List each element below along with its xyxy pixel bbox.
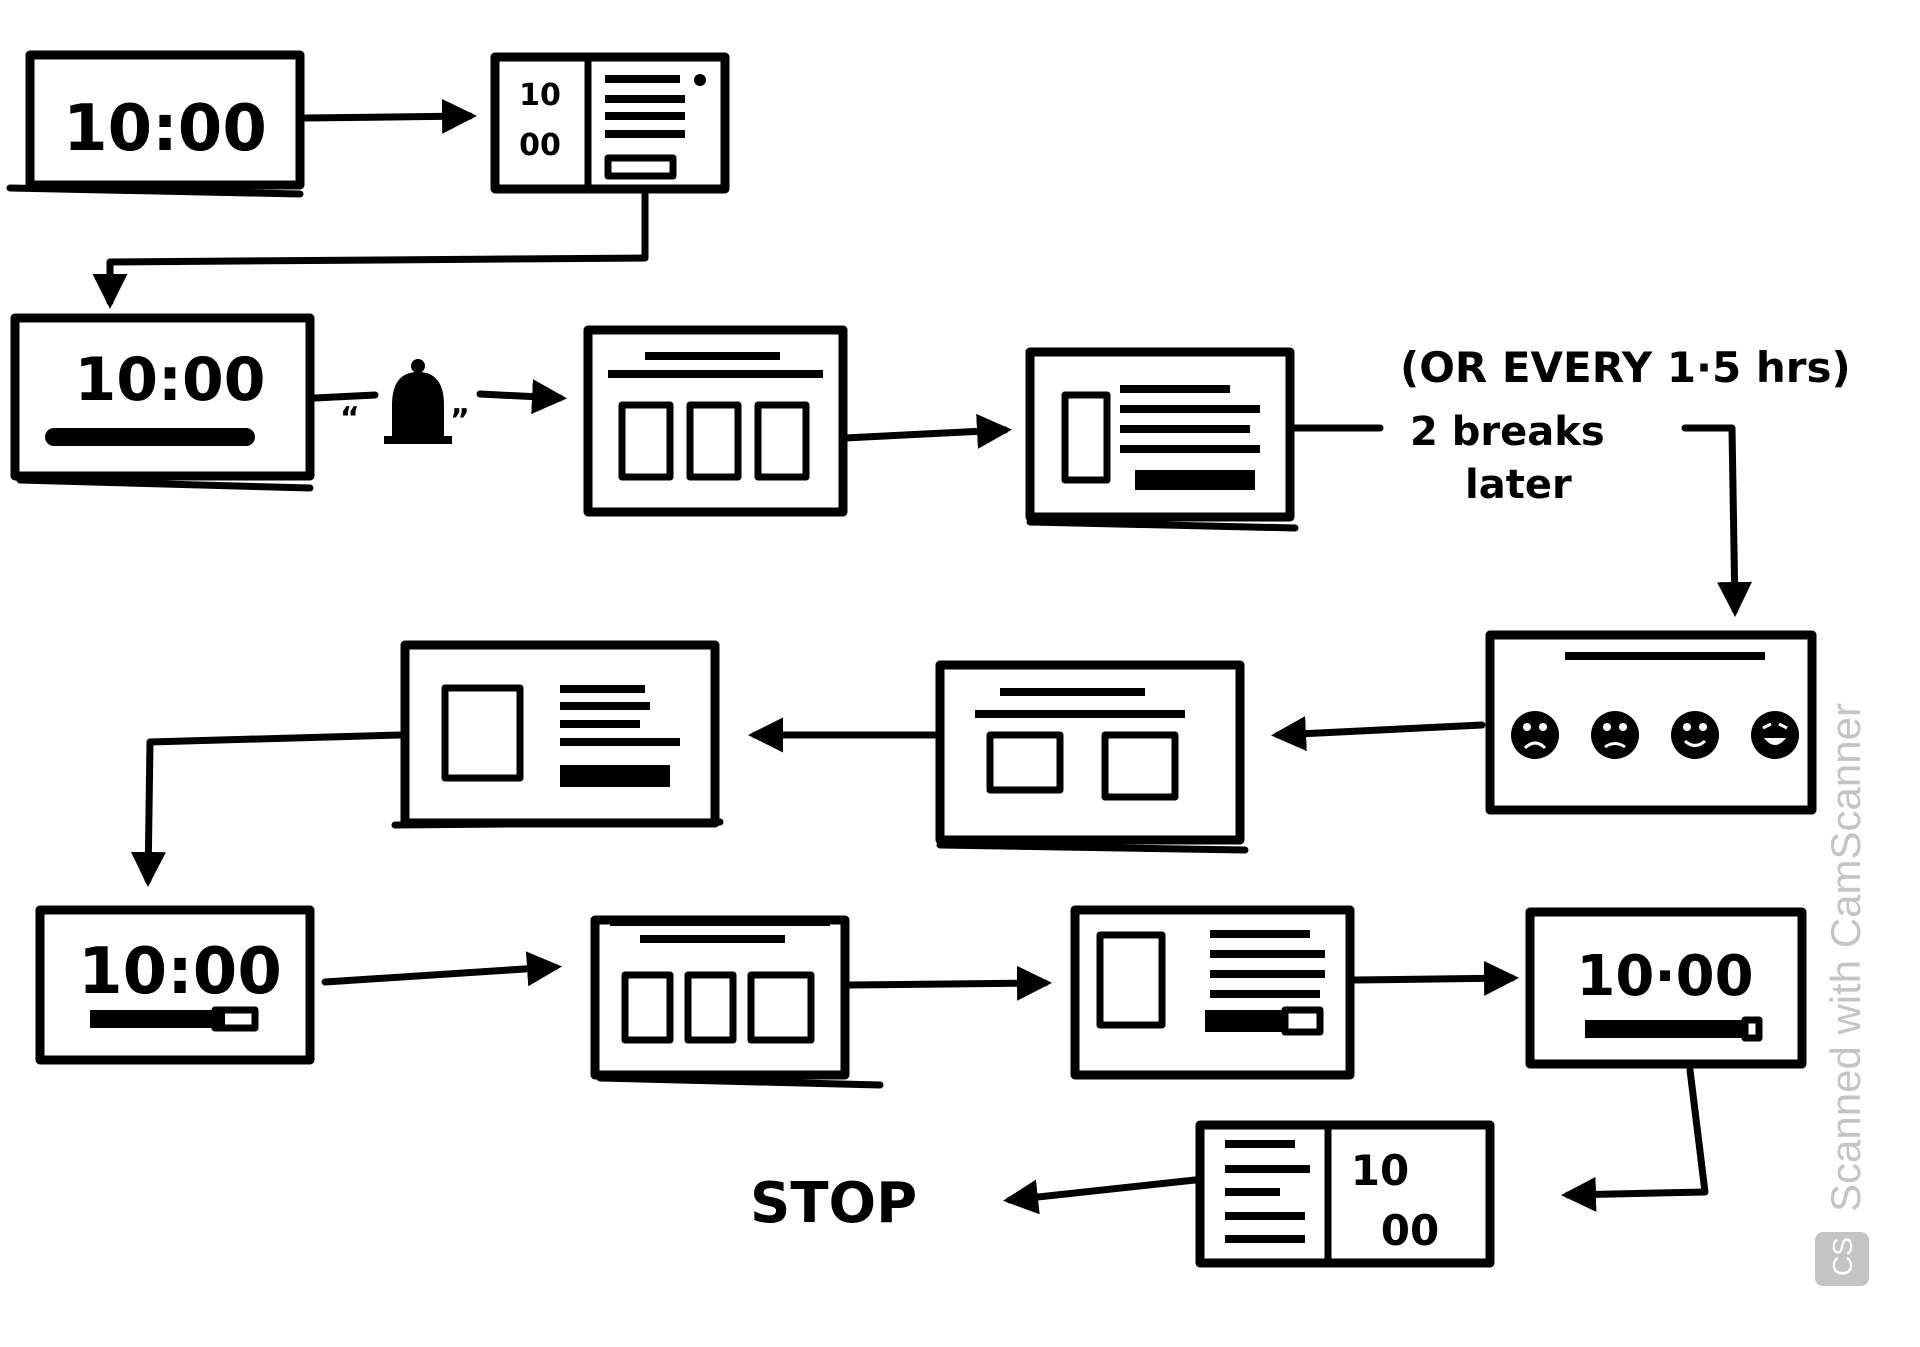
progress-bar-filled bbox=[90, 1010, 225, 1028]
screen-activity-detail bbox=[1025, 347, 1299, 532]
action-button-sketch bbox=[1135, 470, 1255, 490]
screen-activity-detail-2 bbox=[1070, 905, 1355, 1080]
alarm-ring: “ ” bbox=[311, 359, 567, 444]
progress-bar-filled bbox=[1585, 1020, 1745, 1038]
screen-choice-detail bbox=[391, 640, 724, 829]
watermark-badge: CS bbox=[1827, 1237, 1858, 1276]
ring-marks-left: “ bbox=[340, 401, 360, 436]
sad-face-icon bbox=[1591, 711, 1639, 759]
frequency-note: (OR EVERY 1·5 hrs) bbox=[1400, 343, 1851, 392]
arrow bbox=[841, 413, 1012, 449]
progress-bar-empty bbox=[211, 1006, 259, 1032]
progress-bar-filled bbox=[1205, 1010, 1285, 1032]
screen-two-choices bbox=[935, 660, 1249, 854]
screen-timer-split: 10 00 bbox=[490, 52, 730, 194]
screen-timer-near-complete: 10·00 bbox=[1525, 907, 1807, 1069]
screen-mood-check bbox=[1485, 630, 1817, 815]
screen-timer-progress-partial: 10:00 bbox=[35, 905, 315, 1065]
timer-minutes: 00 bbox=[1381, 1206, 1439, 1255]
progress-bar-full bbox=[45, 428, 255, 446]
arrow bbox=[1681, 424, 1753, 617]
screen-timer-split-end: 10 00 bbox=[1195, 1120, 1495, 1268]
arrow bbox=[1351, 960, 1519, 996]
progress-bar-empty bbox=[1741, 1016, 1763, 1042]
bell-icon bbox=[384, 359, 452, 444]
arrow bbox=[92, 188, 649, 309]
breaks-note-line2: later bbox=[1465, 462, 1572, 508]
arrow bbox=[1003, 1176, 1199, 1215]
arrow bbox=[130, 731, 404, 887]
happy-face-icon bbox=[1671, 711, 1719, 759]
action-button-sketch bbox=[560, 765, 670, 787]
arrow bbox=[1561, 1066, 1709, 1212]
arrow bbox=[1271, 716, 1486, 752]
watermark-text: Scanned with CamScanner bbox=[1822, 703, 1869, 1212]
timer-text: 10·00 bbox=[1576, 944, 1753, 1009]
breaks-note-line1: 2 breaks bbox=[1410, 409, 1605, 455]
timer-text: 10:00 bbox=[75, 345, 266, 415]
crying-face-icon bbox=[1511, 711, 1559, 759]
timer-hours: 10 bbox=[1351, 1146, 1409, 1195]
camscanner-watermark: Scanned with CamScanner CS bbox=[1815, 703, 1869, 1286]
screen-activity-choices bbox=[583, 325, 848, 517]
screen-timer-start: 10:00 bbox=[6, 50, 305, 198]
stop-label: STOP bbox=[750, 1171, 917, 1236]
screen-activity-choices-2 bbox=[590, 915, 884, 1089]
screen-timer-progress: 10:00 bbox=[10, 313, 315, 492]
timer-minutes: 00 bbox=[519, 128, 561, 163]
timer-text: 10:00 bbox=[78, 935, 282, 1009]
timer-text: 10:00 bbox=[63, 92, 267, 166]
laughing-face-icon bbox=[1751, 711, 1799, 759]
arrow bbox=[321, 951, 562, 987]
progress-bar-empty bbox=[1281, 1006, 1324, 1036]
arrow bbox=[301, 98, 477, 134]
ring-marks-right: ” bbox=[450, 403, 470, 438]
arrow bbox=[846, 965, 1052, 1001]
timer-hours: 10 bbox=[519, 78, 561, 113]
camscanner-logo-icon: CS bbox=[1815, 1232, 1869, 1286]
